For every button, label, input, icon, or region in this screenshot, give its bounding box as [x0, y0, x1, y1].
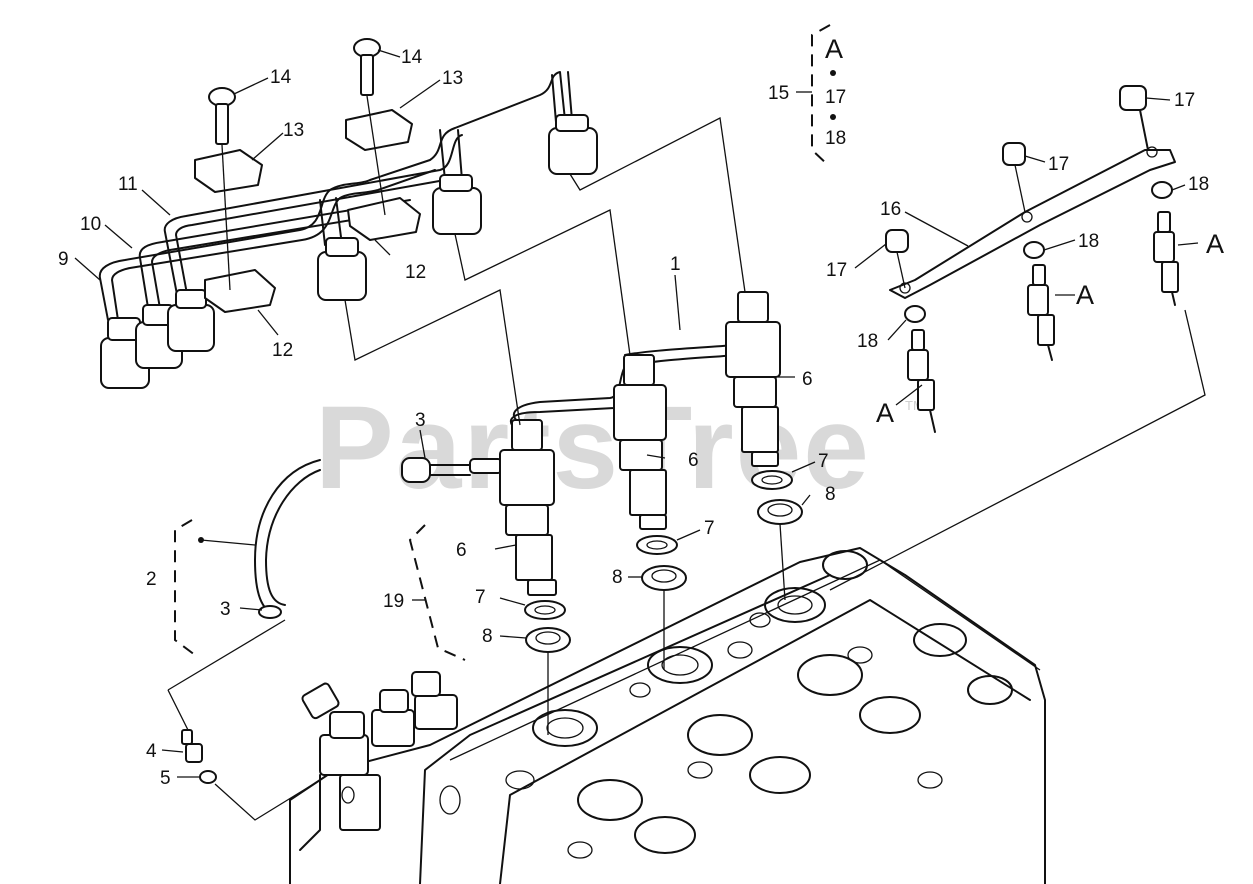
callout-15: 15	[768, 83, 789, 104]
callout-18-left: 18	[857, 331, 878, 352]
glow-plug-lead	[889, 109, 1176, 299]
hose-clamp-lower	[258, 605, 282, 619]
callout-18-right: 18	[1188, 174, 1209, 195]
callout-6-left: 6	[456, 540, 467, 561]
callout-10: 10	[80, 214, 101, 235]
washer-18-right	[1151, 181, 1173, 199]
bracket-2	[174, 519, 196, 656]
callout-12-left: 12	[272, 340, 293, 361]
callout-6-right: 6	[802, 369, 813, 390]
washer-18-middle	[1023, 241, 1045, 259]
callout-19: 19	[383, 591, 404, 612]
callout-14-right: 14	[401, 47, 423, 68]
callout-14-left: 14	[270, 67, 292, 88]
pipe-nut-5	[432, 187, 482, 235]
pipe-nut-6	[548, 127, 598, 175]
clamp-upper-right	[345, 109, 413, 151]
glow-plug-middle	[1027, 264, 1055, 361]
cylinder-head	[289, 547, 1046, 884]
callout-8-left: 8	[482, 626, 493, 647]
callout-7-right: 7	[818, 451, 829, 472]
hollow-bolt-4	[181, 729, 203, 763]
callout-7-left: 7	[475, 587, 486, 608]
callout-8-middle: 8	[612, 567, 623, 588]
callout-13-left: 13	[283, 120, 304, 141]
glow-plug-left	[907, 329, 936, 433]
injection-pipes	[98, 71, 573, 321]
pipe-joint	[469, 458, 503, 474]
callout-A-left: A	[876, 398, 894, 428]
injector-right	[725, 291, 781, 467]
pipe-nut-3	[167, 304, 215, 352]
callout-2: 2	[146, 569, 157, 590]
injection-pump	[289, 671, 458, 884]
clamp-lower-left	[204, 269, 276, 313]
clamp-lower-right	[347, 197, 421, 241]
nut-left	[885, 229, 909, 253]
callout-7-middle: 7	[704, 518, 715, 539]
callout-leaders	[74, 49, 1199, 778]
callout-17-middle: 17	[1048, 154, 1069, 175]
bracket-19	[408, 524, 466, 661]
bolt-left	[208, 87, 236, 145]
bolt-right	[353, 38, 381, 96]
partstree-watermark: PartsTree	[315, 382, 871, 514]
washer-left	[524, 600, 566, 620]
callout-A-right: A	[1206, 229, 1224, 259]
callout-9: 9	[58, 249, 69, 270]
nut-middle	[1002, 142, 1026, 166]
callout-18-middle: 18	[1078, 231, 1099, 252]
bracket-15	[811, 24, 831, 166]
glow-plug-right	[1153, 211, 1179, 306]
pipe-nut-4	[317, 251, 367, 301]
callout-18-bracket: 18	[825, 128, 846, 149]
callout-A-middle: A	[1076, 280, 1094, 310]
callout-1: 1	[670, 254, 681, 275]
callout-3-upper: 3	[415, 410, 426, 431]
washer-right	[751, 470, 793, 490]
gasket-5	[199, 770, 217, 784]
injector-left	[499, 419, 557, 596]
callout-5: 5	[160, 768, 171, 789]
clamp-upper-left	[194, 149, 263, 193]
callout-A-bracket: A	[825, 34, 843, 64]
callout-labels: 1 2 3 3 4 5 6 6 6 7 7 7 8 8 8 9 10 11 12…	[58, 34, 1224, 789]
callout-4: 4	[146, 741, 157, 762]
callout-16: 16	[880, 199, 901, 220]
callout-11: 11	[118, 174, 138, 195]
hose-clamp-upper	[401, 457, 431, 483]
callout-6-middle: 6	[688, 450, 699, 471]
callout-8-right: 8	[825, 484, 836, 505]
nut-top-right	[1119, 85, 1147, 111]
injector-middle	[613, 354, 667, 530]
callout-13-right: 13	[442, 68, 463, 89]
callout-12-right: 12	[405, 262, 426, 283]
washer-18-left	[904, 305, 926, 323]
callout-17-top-right: 17	[1174, 90, 1195, 111]
callout-17-bracket: 17	[825, 87, 846, 108]
callout-3-lower: 3	[220, 599, 231, 620]
callout-17-left: 17	[826, 260, 847, 281]
washer-middle	[636, 535, 678, 555]
